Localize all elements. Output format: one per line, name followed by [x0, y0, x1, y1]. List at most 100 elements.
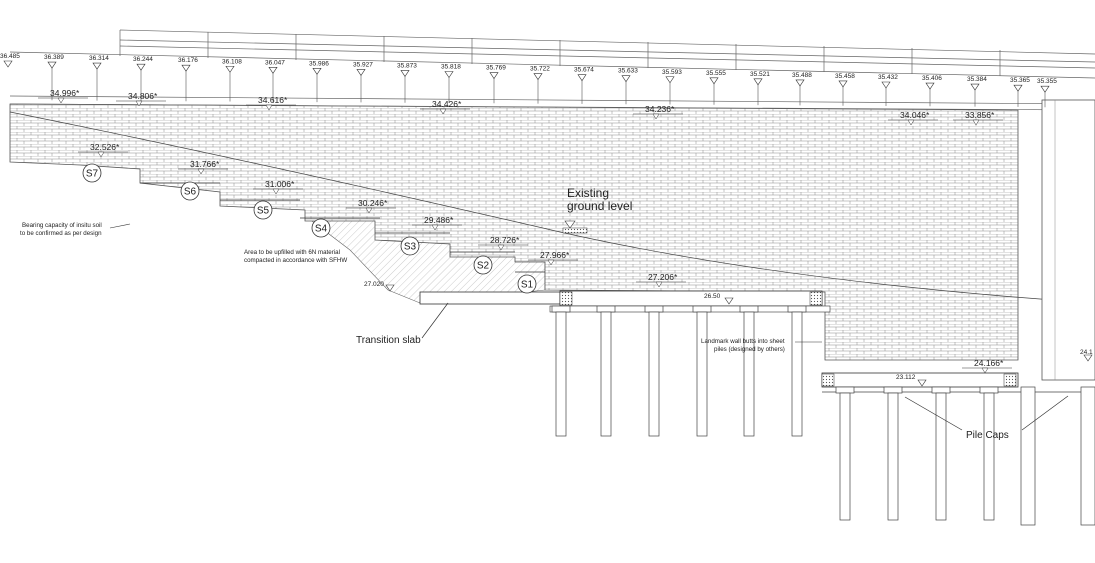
right-abutment	[1041, 99, 1095, 381]
step-level-text: 28.726*	[490, 235, 520, 245]
top-level-marker: 35.927	[353, 61, 373, 103]
top-level-text: 36.176	[178, 57, 198, 64]
level-triangle	[272, 188, 280, 195]
level-triangle	[652, 113, 660, 120]
step-circle-ring	[473, 255, 493, 275]
step-level-text: 27.966*	[540, 250, 570, 260]
level-triangle	[533, 73, 543, 81]
level-triangle	[356, 69, 366, 76]
top-level-marker: 35.769	[486, 65, 506, 104]
level-triangle	[197, 168, 205, 175]
step-label: S3	[404, 242, 417, 253]
top-level-marker: 36.314	[89, 55, 109, 101]
top-level-text: 36.244	[133, 56, 153, 63]
top-level-marker: 35.406	[922, 75, 942, 107]
step-circle-ring	[82, 163, 102, 183]
level-triangle	[489, 72, 499, 80]
top-level-text: 35.986	[309, 60, 329, 67]
level-triangle	[907, 119, 915, 126]
step-level-marker: 30.246*	[346, 198, 396, 214]
top-level-text: 35.458	[835, 73, 855, 80]
level-triangle	[709, 77, 719, 85]
level-triangle	[265, 104, 273, 111]
bearing-note-line1: Bearing capacity of insitu soil	[22, 222, 102, 229]
level-triangle	[268, 67, 278, 74]
level-triangle	[1013, 84, 1023, 92]
step-level-marker: 34.616*	[246, 95, 296, 111]
top-level-marker: 35.674	[574, 67, 594, 104]
top-level-marker: 35.384	[967, 76, 987, 107]
step-level-marker: 34.996*	[38, 88, 88, 104]
level-triangle	[655, 281, 663, 288]
top-level-text: 35.633	[618, 68, 638, 75]
top-level-marker: 36.176	[178, 57, 198, 102]
level-triangle	[881, 81, 891, 89]
right-edge-level-mark: 24.1	[1080, 349, 1093, 362]
existing-ground-line2: ground level	[567, 199, 632, 213]
lower-cap-level-text: 23.112	[896, 374, 916, 381]
step-level-text: 34.616*	[258, 95, 288, 105]
level-triangle	[547, 259, 555, 266]
level-triangle	[925, 82, 935, 90]
level-triangle	[621, 75, 631, 83]
step-level-marker: 27.966*	[528, 250, 578, 266]
top-level-marker: 36.244	[133, 56, 153, 101]
step-circle: S2	[473, 255, 493, 275]
top-level-text: 36.108	[222, 58, 242, 65]
slab-level-mark: 27.020	[364, 281, 395, 292]
step-circle-ring	[400, 236, 420, 256]
level-triangle	[135, 100, 143, 107]
top-level-text: 35.521	[750, 71, 770, 78]
step-level-text: 31.766*	[190, 159, 220, 169]
level-triangle	[795, 79, 805, 87]
step-circle-ring	[180, 181, 200, 201]
level-triangle	[665, 76, 675, 84]
step-level-marker: 34.426*	[420, 99, 470, 115]
step-circle: S3	[400, 236, 420, 256]
parapet-railing	[9, 29, 1095, 111]
top-level-text: 36.314	[89, 55, 109, 62]
level-triangle	[47, 61, 57, 69]
landmark-note-line2: piles (designed by others)	[714, 346, 785, 353]
landmark-note-line1: Landmark wall butts into sheet	[701, 338, 785, 345]
step-label: S7	[86, 169, 99, 180]
top-level-marker: 35.432	[878, 74, 898, 106]
step-level-text: 30.246*	[358, 198, 388, 208]
pile-cap-beam-upper	[559, 290, 823, 307]
top-level-marker: 35.633	[618, 68, 638, 105]
upfill-note-line2: compacted in accordance with SFHW	[244, 257, 347, 264]
level-triangle	[431, 224, 439, 231]
step-circle: S1	[517, 274, 537, 294]
level-triangle	[577, 74, 587, 82]
top-level-text: 35.365	[1010, 77, 1030, 84]
existing-ground-label: Existing ground level	[567, 186, 632, 213]
step-level-marker: 34.806*	[116, 91, 166, 107]
top-level-text: 35.769	[486, 65, 506, 72]
level-triangle	[97, 151, 105, 158]
top-level-marker: 35.355	[1037, 78, 1057, 108]
top-level-marker: 36.485	[0, 53, 20, 68]
lower-piles	[835, 386, 1095, 526]
level-triangle	[57, 97, 65, 104]
step-level-marker: 33.856*	[953, 110, 1003, 126]
step-label: S2	[477, 261, 490, 272]
step-level-marker: 32.526*	[78, 142, 128, 158]
level-triangle	[225, 65, 235, 73]
existing-ground-line1: Existing	[567, 186, 609, 200]
step-level-marker: 28.726*	[478, 235, 528, 251]
level-triangle	[400, 70, 410, 77]
top-level-text: 36.389	[44, 54, 64, 61]
top-level-marker: 35.873	[397, 62, 417, 103]
cap-level-mark: 26.50	[704, 293, 734, 305]
step-circle: S4	[311, 218, 331, 238]
top-level-marker: 35.722	[530, 66, 550, 104]
step-label: S1	[521, 280, 534, 291]
step-level-markers: 34.996*34.806*34.616*34.426*34.236*34.04…	[38, 88, 1012, 374]
level-triangle	[753, 78, 763, 86]
lower-cap-level-mark: 23.112	[896, 374, 927, 387]
level-triangle	[1040, 85, 1050, 93]
level-triangle	[444, 71, 454, 79]
top-level-text: 35.818	[441, 64, 461, 71]
step-level-marker: 34.046*	[888, 110, 938, 126]
